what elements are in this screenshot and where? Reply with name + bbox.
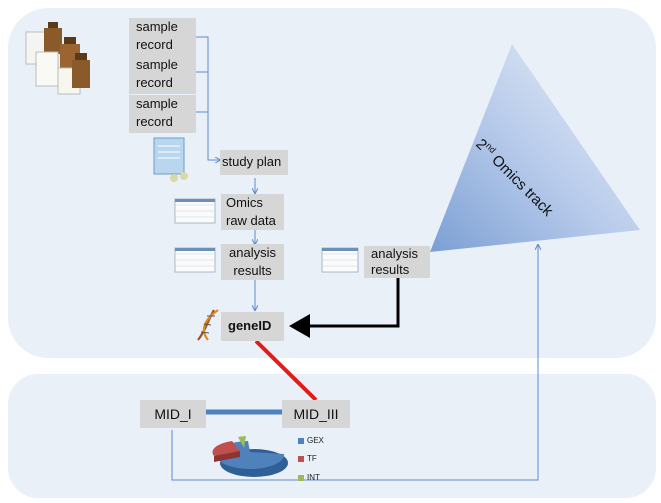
analysis-results-line2: results: [233, 263, 272, 278]
bottom-panel: [8, 374, 656, 498]
legend-item-int: INT: [298, 473, 320, 482]
pie-chart: [212, 436, 288, 477]
gene-link-arrow: [289, 276, 400, 338]
study-plan-box: study plan: [220, 150, 288, 175]
sample-record-line2: record: [136, 75, 173, 90]
analysis-results-track2-box: analysis results: [364, 246, 430, 278]
sample-record-box: sample record: [129, 56, 196, 94]
analysis-results-line1: analysis: [229, 245, 276, 260]
legend-label-gex: GEX: [307, 436, 324, 445]
omics-raw-data-line1: Omics: [226, 195, 263, 210]
gene-id-box: geneID: [221, 312, 284, 341]
sample-record-line2: record: [136, 37, 173, 52]
omics-raw-data-line2: raw data: [226, 213, 276, 228]
sample-record-line1: sample: [136, 96, 178, 111]
legend-label-int: INT: [307, 473, 320, 482]
sample-record-line1: sample: [136, 57, 178, 72]
legend-swatch-gex: [298, 437, 304, 444]
omics-track-triangle: [430, 44, 640, 252]
study-plan-notepad-icon: [153, 137, 188, 182]
omics-raw-data-box: Omics raw data: [221, 194, 284, 230]
legend-item-gex: GEX: [298, 436, 324, 445]
legend-label-tf: TF: [307, 454, 317, 463]
analysis-results-track2-line2: results: [371, 262, 410, 277]
sample-record-line1: sample: [136, 19, 178, 34]
mid-i-box: MID_I: [140, 400, 206, 428]
study-plan-label: study plan: [222, 154, 282, 169]
gene-id-label: geneID: [228, 318, 272, 333]
mid-iii-label: MID_III: [293, 406, 339, 422]
sample-record-box: sample record: [129, 95, 196, 133]
gene-mid-link: [254, 339, 318, 402]
pie-slice-tf: [212, 441, 240, 456]
analysis-results-track2-line1: analysis: [371, 246, 418, 261]
pie-slice-int: [238, 436, 246, 448]
mid-iii-box: MID_III: [282, 400, 350, 428]
sample-record-box: sample record: [129, 18, 196, 56]
sample-bottles-icon: [25, 22, 90, 95]
mid-i-label: MID_I: [154, 406, 192, 422]
sample-record-line2: record: [136, 114, 173, 129]
analysis-results-box: analysis results: [221, 244, 284, 280]
legend-swatch-tf: [298, 455, 304, 462]
legend-item-tf: TF: [298, 454, 317, 463]
legend-swatch-int: [298, 474, 304, 481]
dna-icon: [197, 309, 219, 341]
